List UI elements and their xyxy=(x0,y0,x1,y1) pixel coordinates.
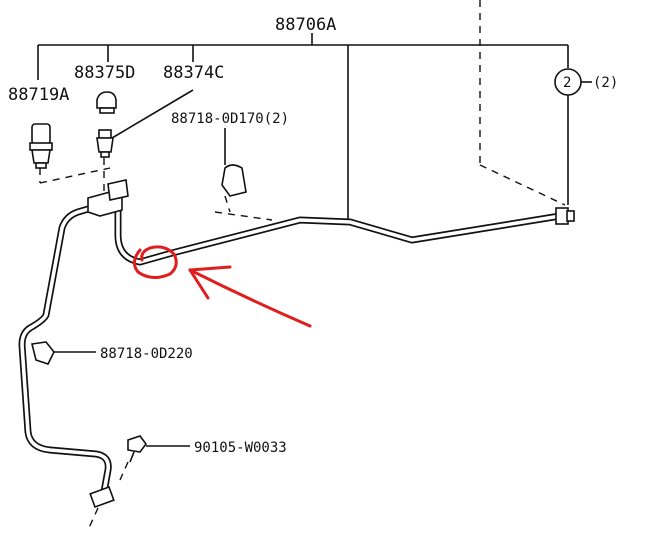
red-circle-annotation xyxy=(133,245,178,279)
pipe-bottom-fitting xyxy=(87,485,115,531)
dashed-guide-switch-diag xyxy=(39,167,111,184)
clamp-bottom-label: 88718-0D220 xyxy=(100,346,193,362)
ref-circle-number: 2 xyxy=(563,75,571,91)
assembly-bracket xyxy=(37,33,569,225)
assembly-label: 88706A xyxy=(275,15,336,35)
clamp-top-label: 88718-0D170(2) xyxy=(171,111,289,127)
ac-pipe-lower xyxy=(18,203,112,496)
bolt-label: 90105-W0033 xyxy=(194,440,287,456)
cap-icon xyxy=(96,91,117,114)
clamp-top-icon xyxy=(214,128,273,221)
service-port-block xyxy=(87,179,129,217)
valve-core-icon xyxy=(96,89,194,158)
ac-pipe xyxy=(114,192,575,266)
dashed-guide-diagonal xyxy=(479,164,566,206)
bolt-icon xyxy=(119,435,190,481)
reference-callout: 2 (2) xyxy=(554,68,618,96)
switch-label: 88719A xyxy=(8,85,69,105)
pressure-switch-icon xyxy=(29,123,53,169)
valve-core-label: 88374C xyxy=(163,63,224,83)
ref-quantity: (2) xyxy=(593,75,618,91)
clamp-bottom-icon xyxy=(31,341,96,365)
cap-label: 88375D xyxy=(74,63,135,83)
red-arrow-annotation xyxy=(188,265,312,328)
